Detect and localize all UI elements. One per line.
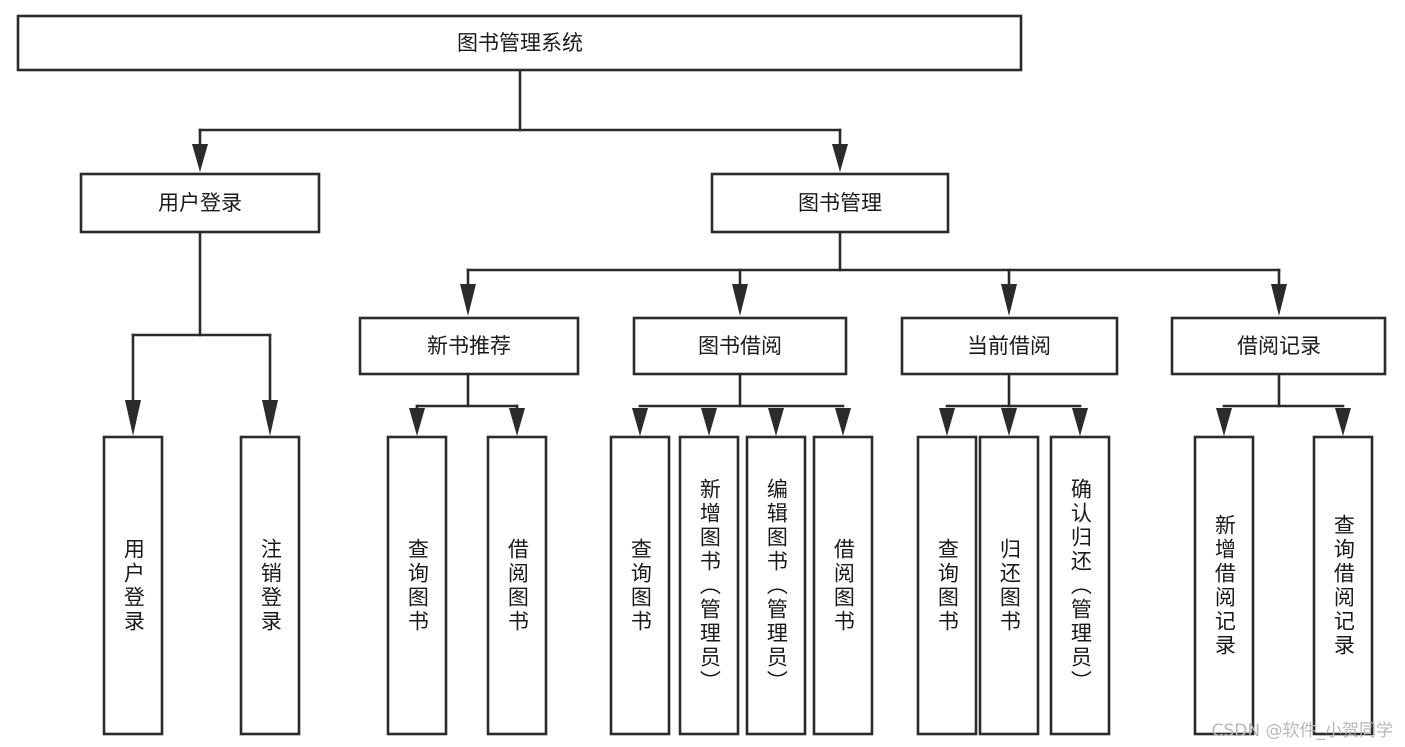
node-leaf-query-book-3-box[interactable] xyxy=(916,435,978,736)
arrow-head-leaf-borrow-book-2 xyxy=(835,408,851,436)
node-current-borrow[interactable]: 当前借阅 xyxy=(900,316,1119,376)
node-current-borrow-label: 当前借阅 xyxy=(967,334,1051,358)
node-book-borrow-label: 图书借阅 xyxy=(698,334,782,358)
node-leaf-logout-box[interactable] xyxy=(239,435,301,736)
arrow-head-book-borrow xyxy=(732,284,748,316)
node-leaf-query-book-2-label: 查询图书 xyxy=(628,537,653,634)
arrow-head-new-book-recommend xyxy=(460,284,476,316)
node-leaf-query-book-1-box[interactable] xyxy=(386,435,448,736)
node-root[interactable]: 图书管理系统 xyxy=(16,14,1023,72)
node-leaf-confirm-return-label: 确认归还（管理员） xyxy=(1068,477,1093,694)
node-borrow-record[interactable]: 借阅记录 xyxy=(1170,316,1387,376)
node-leaf-logout-label: 注销登录 xyxy=(258,537,283,634)
node-book-borrow[interactable]: 图书借阅 xyxy=(632,316,848,376)
arrow-head-leaf-add-record xyxy=(1216,408,1232,436)
node-leaf-borrow-book-2-label: 借阅图书 xyxy=(831,537,856,634)
node-leaf-return-book-box[interactable] xyxy=(978,435,1040,736)
node-leaf-add-book-label: 新增图书（管理员） xyxy=(697,477,722,694)
arrow-head-leaf-query-book-3 xyxy=(939,408,955,436)
arrow-head-leaf-query-book-2 xyxy=(632,408,648,436)
arrow-head-current-borrow xyxy=(1001,284,1017,316)
node-new-book-recommend-box[interactable] xyxy=(358,316,580,376)
node-user-login-label: 用户登录 xyxy=(158,191,242,215)
node-book-borrow-box[interactable] xyxy=(632,316,848,376)
node-new-book-recommend[interactable]: 新书推荐 xyxy=(358,316,580,376)
leaf-box-group xyxy=(102,435,1374,736)
arrow-head-leaf-query-book-1 xyxy=(409,408,425,436)
arrow-head-leaf-return-book xyxy=(1001,408,1017,436)
node-root-label: 图书管理系统 xyxy=(457,31,583,55)
arrow-head-leaf-borrow-book-1 xyxy=(509,408,525,436)
node-book-manage-label: 图书管理 xyxy=(798,191,882,215)
node-leaf-user-login-label: 用户登录 xyxy=(121,537,146,634)
arrow-head-book-manage xyxy=(832,144,848,172)
node-leaf-edit-book-label: 编辑图书（管理员） xyxy=(764,477,789,694)
node-current-borrow-box[interactable] xyxy=(900,316,1119,376)
arrow-head-leaf-confirm-return xyxy=(1072,408,1088,436)
node-book-manage-box[interactable] xyxy=(710,172,950,234)
arrow-head-user-login xyxy=(192,144,208,172)
node-leaf-query-book-2-box[interactable] xyxy=(609,435,671,736)
node-book-manage[interactable]: 图书管理 xyxy=(710,172,950,234)
node-leaf-add-record-label: 新增借阅记录 xyxy=(1212,513,1237,658)
arrow-head-leaf-query-record xyxy=(1335,408,1351,436)
node-leaf-confirm-return-box[interactable] xyxy=(1049,435,1111,736)
node-leaf-query-book-1-label: 查询图书 xyxy=(405,537,430,634)
connector-group xyxy=(125,68,1351,436)
node-leaf-return-book-label: 归还图书 xyxy=(997,537,1022,634)
node-borrow-record-box[interactable] xyxy=(1170,316,1387,376)
arrow-head-leaf-user-login xyxy=(125,400,141,436)
node-user-login-box[interactable] xyxy=(79,172,321,234)
arrow-head-leaf-add-book xyxy=(701,408,717,436)
node-user-login[interactable]: 用户登录 xyxy=(79,172,321,234)
node-leaf-query-record-label: 查询借阅记录 xyxy=(1331,513,1356,658)
node-leaf-user-login-box[interactable] xyxy=(102,435,164,736)
node-leaf-query-book-3-label: 查询图书 xyxy=(935,537,960,634)
arrow-head-borrow-record xyxy=(1271,284,1287,316)
node-leaf-borrow-book-1-label: 借阅图书 xyxy=(505,537,530,634)
node-leaf-borrow-book-1-box[interactable] xyxy=(486,435,548,736)
node-leaf-edit-book-box[interactable] xyxy=(745,435,807,736)
node-borrow-record-label: 借阅记录 xyxy=(1237,334,1321,358)
arrow-head-leaf-logout xyxy=(262,400,278,436)
node-leaf-query-record-box[interactable] xyxy=(1312,435,1374,736)
node-new-book-recommend-label: 新书推荐 xyxy=(427,334,511,358)
node-root-box[interactable] xyxy=(16,14,1023,72)
node-leaf-borrow-book-2-box[interactable] xyxy=(812,435,874,736)
node-leaf-add-record-box[interactable] xyxy=(1193,435,1255,736)
watermark-text: CSDN @软件_小贺同学 xyxy=(1211,721,1393,741)
node-leaf-add-book-box[interactable] xyxy=(678,435,740,736)
arrow-head-leaf-edit-book xyxy=(768,408,784,436)
